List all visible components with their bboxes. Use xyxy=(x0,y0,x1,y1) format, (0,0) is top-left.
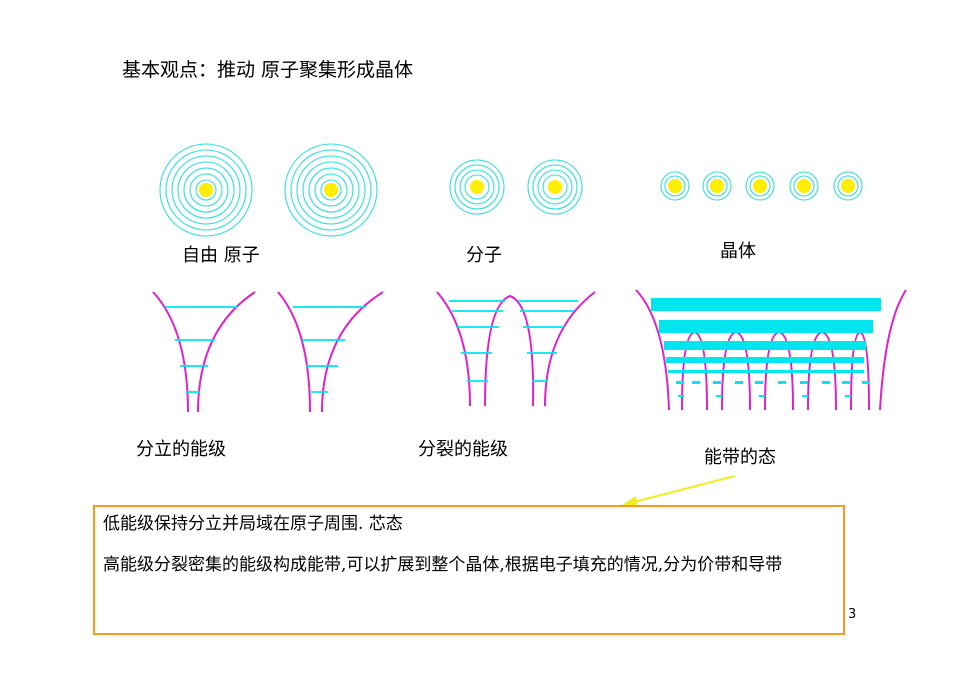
page-title: 基本观点：推动 原子聚集形成晶体 xyxy=(122,59,414,81)
orbit-ring xyxy=(702,171,732,201)
orbit-ring xyxy=(745,171,775,201)
orbit-ring xyxy=(177,161,235,219)
orbit-ring xyxy=(789,171,819,201)
nucleus xyxy=(710,179,724,193)
energy-band xyxy=(802,395,808,397)
atomic-orbit-group xyxy=(159,143,863,237)
energy-band xyxy=(822,381,830,384)
potential-curve xyxy=(544,291,596,407)
nucleus xyxy=(841,179,855,193)
potential-curve xyxy=(635,289,670,411)
label-discrete-levels: 分立的能级 xyxy=(136,439,226,460)
energy-band xyxy=(664,341,866,350)
orbit-ring xyxy=(527,159,583,215)
label-free-atoms: 自由 原子 xyxy=(182,245,260,266)
orbit-ring xyxy=(749,175,771,197)
energy-band xyxy=(778,381,786,384)
energy-band xyxy=(668,370,864,373)
energy-band xyxy=(862,381,870,384)
label-band-states: 能带的态 xyxy=(704,447,776,468)
orbit-ring xyxy=(284,143,378,237)
orbit-ring xyxy=(454,164,500,210)
label-molecule: 分子 xyxy=(466,245,502,266)
energy-level-group xyxy=(165,298,881,397)
energy-band xyxy=(666,357,864,363)
energy-band xyxy=(716,395,722,397)
energy-band xyxy=(676,381,684,384)
orbit-ring xyxy=(290,149,372,231)
explanation-box: 低能级保持分立并局域在原子周围. 芯态 高能级分裂密集的能级构成能带,可以扩展到… xyxy=(93,505,845,635)
orbit-ring xyxy=(837,175,859,197)
note-line-energy-bands: 高能级分裂密集的能级构成能带,可以扩展到整个晶体,根据电子填充的情况,分为价带和… xyxy=(103,555,783,575)
orbit-ring xyxy=(195,179,217,201)
orbit-ring xyxy=(833,171,863,201)
potential-curve xyxy=(197,291,256,413)
pointer-arrow xyxy=(629,475,736,504)
orbit-ring xyxy=(660,171,690,201)
energy-band xyxy=(759,395,765,397)
energy-band xyxy=(800,381,808,384)
orbit-ring xyxy=(706,175,728,197)
energy-band xyxy=(692,381,700,384)
orbit-ring xyxy=(320,179,342,201)
energy-band xyxy=(713,381,721,384)
orbit-ring xyxy=(664,175,686,197)
nucleus xyxy=(324,183,338,197)
orbit-ring xyxy=(183,167,229,213)
nucleus xyxy=(753,179,767,193)
orbit-ring xyxy=(459,169,495,205)
potential-curve xyxy=(484,294,535,407)
orbit-ring xyxy=(537,169,573,205)
energy-band xyxy=(755,381,763,384)
potential-curve xyxy=(152,291,189,413)
orbit-ring xyxy=(314,173,348,207)
orbit-ring xyxy=(464,174,490,200)
orbit-ring xyxy=(449,159,505,215)
nucleus xyxy=(199,183,213,197)
energy-band xyxy=(678,395,684,397)
orbit-ring xyxy=(793,175,815,197)
orbit-ring xyxy=(308,167,354,213)
energy-band xyxy=(735,381,743,384)
energy-band xyxy=(651,298,881,311)
label-split-levels: 分裂的能级 xyxy=(418,439,508,460)
orbit-ring xyxy=(532,164,578,210)
orbit-ring xyxy=(302,161,360,219)
energy-band xyxy=(659,320,873,333)
page-number: 3 xyxy=(848,607,857,622)
orbit-ring xyxy=(542,174,568,200)
potential-curve xyxy=(436,291,471,407)
label-crystal: 晶体 xyxy=(720,241,756,262)
orbit-ring xyxy=(171,155,241,225)
orbit-ring xyxy=(296,155,366,225)
orbit-ring xyxy=(189,173,223,207)
potential-curve xyxy=(879,289,907,411)
orbit-ring xyxy=(159,143,253,237)
potential-curve xyxy=(321,291,384,413)
potential-curve xyxy=(277,291,311,413)
nucleus xyxy=(668,179,682,193)
note-line-core-states: 低能级保持分立并局域在原子周围. 芯态 xyxy=(103,514,403,534)
nucleus xyxy=(470,180,484,194)
nucleus xyxy=(548,180,562,194)
pointer-arrowhead xyxy=(622,496,638,507)
energy-band xyxy=(845,395,851,397)
nucleus xyxy=(797,179,811,193)
orbit-ring xyxy=(165,149,247,231)
energy-band xyxy=(842,381,850,384)
